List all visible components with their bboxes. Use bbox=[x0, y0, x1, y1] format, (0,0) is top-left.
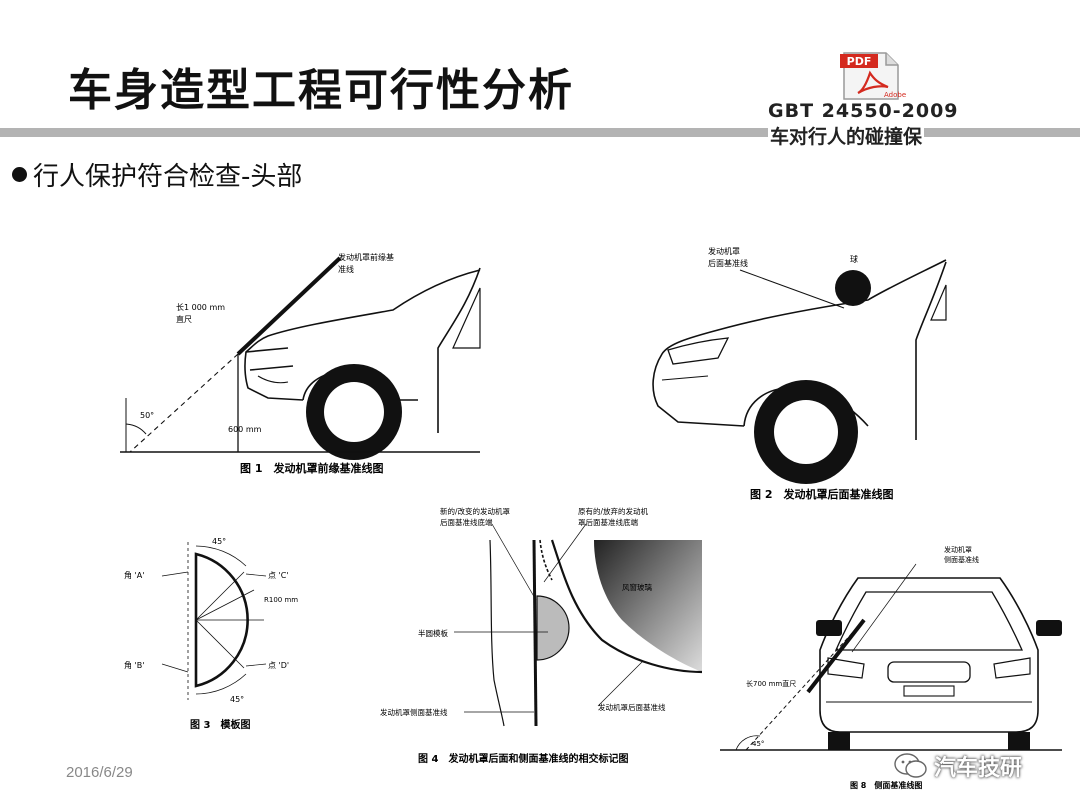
bullet-item: 行人保护符合检查-头部 bbox=[12, 156, 302, 193]
figure-2-caption: 图 2 发动机罩后面基准线图 bbox=[750, 487, 893, 501]
left-tyre bbox=[828, 732, 850, 750]
angle-line bbox=[129, 353, 239, 453]
ref-leader bbox=[739, 269, 845, 309]
fig2-ref-label-2: 后面基准线 bbox=[708, 258, 748, 268]
left-mirror bbox=[816, 620, 842, 636]
fig3-point-c: 点 'C' bbox=[268, 571, 289, 580]
radius-c bbox=[195, 571, 245, 621]
watermark-text: 汽车技研 bbox=[934, 756, 1023, 781]
front-rim bbox=[774, 400, 838, 464]
slide-date: 2016/6/29 bbox=[66, 764, 133, 781]
body-edge bbox=[489, 539, 505, 727]
wechat-icon bbox=[894, 753, 927, 778]
fig1-rod-label: 长1 000 mm bbox=[176, 302, 225, 312]
figure-4-intersection-marking: 新的/改变的发动机罩 后面基准线底端 原有的/放弃的发动机 罩后面基准线底端 风… bbox=[380, 506, 702, 765]
angle-arc bbox=[735, 735, 761, 751]
fig4-rear-label: 发动机罩后面基准线 bbox=[598, 702, 666, 712]
car-front-left bbox=[244, 267, 481, 433]
measuring-rod bbox=[236, 256, 342, 356]
half-circle-template bbox=[536, 595, 570, 661]
fig4-template-label: 半圆模板 bbox=[418, 628, 448, 638]
leader-b bbox=[161, 663, 189, 673]
fig4-new-label-2: 后面基准线底端 bbox=[440, 517, 493, 527]
fig4-old-label: 原有的/放弃的发动机 bbox=[578, 506, 649, 516]
fig3-radius: R100 mm bbox=[264, 596, 298, 604]
leader-c bbox=[245, 573, 267, 577]
leader-old bbox=[543, 523, 587, 583]
title-divider bbox=[0, 128, 1080, 137]
fig3-corner-b: 角 'B' bbox=[124, 660, 144, 670]
top-angle-arc bbox=[195, 545, 247, 567]
leader-rear bbox=[597, 661, 643, 707]
figure-8-caption: 图 8 侧面基准线图 bbox=[850, 780, 922, 790]
figure-2-bonnet-rear-line: 发动机罩 后面基准线 球 图 2 发动机罩后面基准线图 bbox=[652, 246, 947, 501]
page-title: 车身造型工程可行性分析 bbox=[68, 65, 574, 116]
bullet-text: 行人保护符合检查-头部 bbox=[33, 162, 303, 192]
angle-arc bbox=[125, 423, 147, 435]
front-rim bbox=[324, 382, 384, 442]
fig3-corner-a: 角 'A' bbox=[124, 570, 144, 580]
fig2-ball-label: 球 bbox=[850, 254, 858, 264]
figure-3-template: 45° 45° 角 'A' 角 'B' 点 'C' 点 'D' R100 mm … bbox=[124, 537, 298, 731]
bullet-dot bbox=[12, 167, 27, 182]
fig3-point-d: 点 'D' bbox=[268, 661, 289, 670]
fig1-height-label: 600 mm bbox=[228, 425, 262, 434]
fig8-side-label: 发动机罩 bbox=[944, 545, 972, 554]
figure-1-bonnet-leading-edge: 50° 600 mm 长1 000 mm 直尺 发动机罩前缘基 准线 图 1 发… bbox=[120, 252, 481, 475]
windshield bbox=[594, 540, 702, 672]
fig1-angle-label: 50° bbox=[140, 411, 154, 420]
rear-ref-line bbox=[550, 539, 702, 674]
side-ref-line bbox=[532, 539, 538, 727]
leader-side-ref bbox=[851, 563, 917, 653]
angle-line bbox=[745, 619, 865, 751]
fig4-windshield-label: 风窗玻璃 bbox=[622, 582, 652, 592]
adobe-label: Adobe bbox=[884, 91, 906, 99]
fig8-angle-label: 45° bbox=[752, 740, 764, 748]
fig4-new-label: 新的/改变的发动机罩 bbox=[440, 506, 511, 516]
fig1-rod-label-2: 直尺 bbox=[176, 314, 192, 324]
ball bbox=[835, 270, 871, 306]
right-mirror bbox=[1036, 620, 1062, 636]
figure-1-caption: 图 1 发动机罩前缘基准线图 bbox=[240, 461, 383, 475]
leader-d bbox=[245, 663, 267, 667]
bottom-angle-arc bbox=[195, 673, 247, 695]
pdf-icon: PDF Adobe bbox=[840, 52, 906, 100]
fig8-side-label-2: 侧面基准线 bbox=[944, 555, 979, 564]
right-tyre bbox=[1008, 732, 1030, 750]
radius-d bbox=[195, 619, 245, 669]
old-ref-line bbox=[539, 539, 553, 581]
pdf-icon-label: PDF bbox=[847, 55, 872, 68]
measuring-rod bbox=[806, 618, 866, 694]
radius-r bbox=[195, 589, 255, 621]
fig3-top-angle: 45° bbox=[212, 537, 226, 546]
fig4-side-label: 发动机罩侧面基准线 bbox=[380, 707, 448, 717]
leader-new bbox=[491, 523, 537, 601]
figure-4-caption: 图 4 发动机罩后面和侧面基准线的相交标记图 bbox=[418, 752, 628, 765]
fig1-edge-label-2: 准线 bbox=[338, 264, 354, 274]
standard-code: GBT 24550-2009 bbox=[768, 100, 959, 122]
figure-3-caption: 图 3 模板图 bbox=[190, 718, 250, 731]
car-front-view bbox=[819, 577, 1039, 733]
leader-a bbox=[161, 571, 189, 577]
fig3-bottom-angle: 45° bbox=[230, 695, 244, 704]
fig2-ref-label: 发动机罩 bbox=[708, 246, 740, 256]
fig1-edge-label: 发动机罩前缘基 bbox=[338, 252, 394, 262]
standard-name: 车对行人的碰撞保 bbox=[768, 122, 925, 149]
fig4-old-label-2: 罩后面基准线底端 bbox=[578, 517, 638, 527]
fig8-rod-label: 长700 mm直尺 bbox=[746, 679, 796, 688]
figure-8-side-ref-line: 发动机罩 侧面基准线 长700 mm直尺 45° 图 8 侧面基准线图 bbox=[720, 545, 1062, 790]
half-circle-template bbox=[194, 552, 249, 688]
